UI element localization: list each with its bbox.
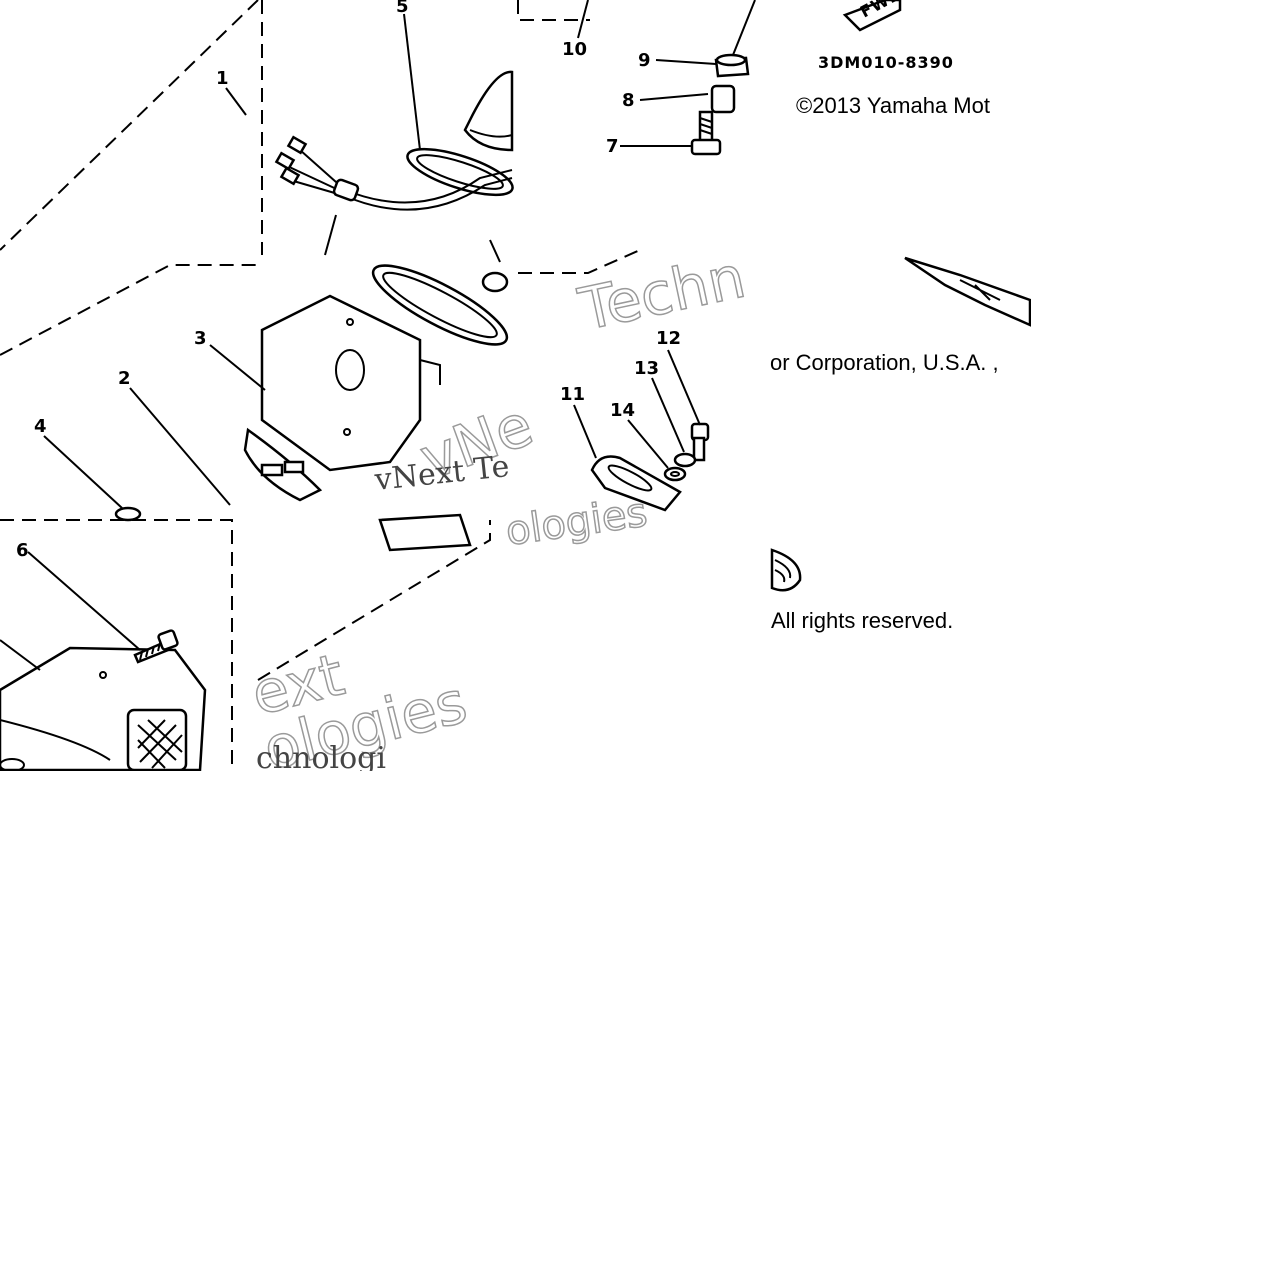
rear-fender-housing xyxy=(0,646,207,772)
reflector-grid xyxy=(137,719,183,769)
copyright-line-1: ©2013 Yamaha Mot xyxy=(796,93,990,118)
license-plate-light xyxy=(243,427,472,552)
callout-13: 13 xyxy=(634,358,659,379)
bulb-socket xyxy=(481,239,509,293)
damper-9 xyxy=(714,0,756,78)
washer-13 xyxy=(673,452,697,468)
callout-9: 9 xyxy=(638,50,651,71)
lens-fragment-top xyxy=(463,70,514,152)
bracket-11 xyxy=(590,455,682,512)
callout-8: 8 xyxy=(622,90,635,111)
yamaha-tuning-fork-icon xyxy=(770,548,802,592)
callout-2: 2 xyxy=(118,368,131,389)
watermark: Techn vNe vNext Te ologies ext ologies c… xyxy=(244,242,752,785)
part-code: 3DM010-8390 xyxy=(818,53,954,72)
callout-1: 1 xyxy=(216,68,229,89)
bolt-12 xyxy=(690,422,710,462)
gasket-ring xyxy=(406,147,514,197)
washer-14 xyxy=(663,466,687,482)
callout-11: 11 xyxy=(560,384,585,405)
copyright-line-2: or Corporation, U.S.A. , xyxy=(770,350,999,375)
wire-harness xyxy=(274,135,513,211)
blank-area-bottom xyxy=(0,771,1285,1285)
watermark-text-4: ologies xyxy=(503,490,650,555)
lens-gasket-lower xyxy=(371,264,509,346)
callout-4: 4 xyxy=(34,416,47,437)
callout-numbers: 1 2 3 4 5 6 7 8 9 10 11 12 13 14 xyxy=(16,0,681,561)
screw-6 xyxy=(133,629,179,664)
leader-lines xyxy=(0,0,717,671)
copyright-line-3: All rights reserved. xyxy=(771,608,953,633)
callout-10: 10 xyxy=(562,39,587,60)
callout-5: 5 xyxy=(396,0,409,17)
rear-fender-fragment xyxy=(904,256,1032,327)
callout-3: 3 xyxy=(194,328,207,349)
callout-6: 6 xyxy=(16,540,29,561)
collar-8 xyxy=(710,84,736,114)
assembly-dashed-outline xyxy=(0,0,641,770)
callout-14: 14 xyxy=(610,400,635,421)
tail-light-housing xyxy=(260,294,441,472)
callout-7: 7 xyxy=(606,136,619,157)
fwd-arrow-icon: FWD xyxy=(842,0,905,32)
bolt-7 xyxy=(690,110,722,156)
blank-area-right xyxy=(1031,0,1285,771)
grommet xyxy=(114,506,142,522)
callout-12: 12 xyxy=(656,328,681,349)
watermark-text-7: chnologi xyxy=(256,741,386,776)
